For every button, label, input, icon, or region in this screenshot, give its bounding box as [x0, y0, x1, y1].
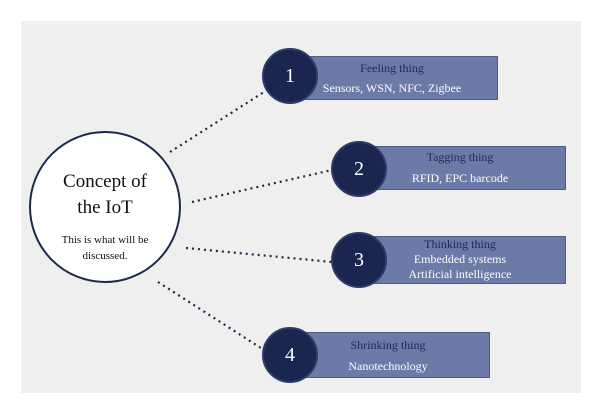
connector-2	[191, 168, 333, 204]
item-number-1: 1	[285, 64, 295, 87]
item-box-1: Feeling thing Sensors, WSN, NFC, Zigbee	[286, 56, 498, 100]
item-box-3: Thinking thing Embedded systems Artifici…	[354, 236, 566, 284]
central-concept-title-line1: Concept of	[63, 171, 147, 192]
item-title-1: Feeling thing	[360, 61, 424, 75]
item-number-badge-4: 4	[262, 327, 318, 383]
central-concept-subtitle-line2: discussed.	[82, 250, 128, 262]
item-detail-3b: Artificial intelligence	[408, 267, 512, 281]
connector-1	[169, 91, 265, 153]
item-number-badge-2: 2	[331, 141, 387, 197]
item-number-4: 4	[285, 343, 295, 366]
item-number-badge-3: 3	[331, 232, 387, 288]
central-concept-title-line2: the IoT	[77, 197, 133, 218]
item-box-4: Shrinking thing Nanotechnology	[286, 332, 490, 378]
item-detail-4: Nanotechnology	[348, 359, 428, 373]
connector-4	[157, 281, 265, 351]
central-concept-title: Concept of the IoT	[31, 169, 179, 221]
item-number-2: 2	[354, 157, 364, 180]
item-number-3: 3	[354, 248, 364, 271]
item-title-3: Thinking thing	[424, 237, 496, 251]
item-detail-1: Sensors, WSN, NFC, Zigbee	[322, 81, 462, 95]
central-concept-circle: Concept of the IoT This is what will be …	[29, 131, 181, 283]
connector-3	[185, 246, 333, 264]
item-title-2: Tagging thing	[426, 150, 494, 164]
item-number-badge-1: 1	[262, 48, 318, 104]
item-title-4: Shrinking thing	[350, 338, 426, 352]
item-detail-2: RFID, EPC barcode	[411, 171, 509, 185]
central-concept-subtitle: This is what will be discussed.	[41, 232, 169, 264]
central-concept-subtitle-line1: This is what will be	[61, 234, 149, 246]
item-box-2: Tagging thing RFID, EPC barcode	[354, 146, 566, 190]
item-detail-3a: Embedded systems	[413, 252, 507, 266]
